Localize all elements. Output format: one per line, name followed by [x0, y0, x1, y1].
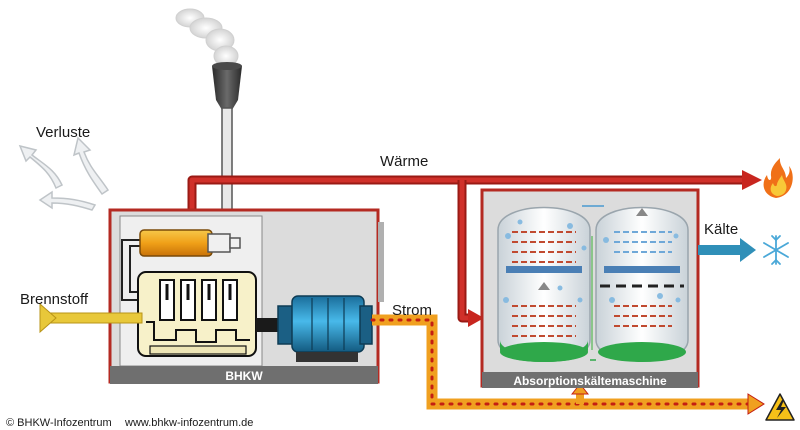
snowflake-icon	[763, 235, 789, 265]
losses-arrows	[18, 136, 110, 211]
drive-shaft	[256, 318, 282, 332]
flame-icon	[763, 158, 793, 198]
footer-copyright: © BHKW-Infozentrum	[6, 417, 112, 429]
smoke	[175, 8, 239, 67]
kaelte-label: Kälte	[704, 221, 738, 238]
cold-arrow	[698, 238, 756, 262]
absorptionskaeltemaschine-label: Absorptionskältemaschine	[513, 374, 667, 388]
heat-arrow-head	[742, 170, 762, 190]
heat-arrow-into-chiller	[468, 309, 484, 327]
fuel-arrow	[39, 302, 143, 334]
chiller-piping	[582, 205, 604, 361]
loss-arrow-1	[18, 144, 63, 190]
engine-cooling-loop	[121, 239, 148, 301]
waerme-label: Wärme	[380, 153, 428, 170]
brennstoff-label: Brennstoff	[20, 291, 89, 308]
loss-arrow-2	[72, 136, 110, 196]
chiller-vessel-left	[497, 206, 591, 362]
footer-website: www.bhkw-infozentrum.de	[124, 417, 253, 429]
bhkw-label: BHKW	[225, 369, 263, 383]
heat-exchanger	[139, 229, 241, 257]
chiller-vessel-right	[595, 206, 689, 362]
loss-arrow-3	[38, 190, 97, 211]
engine-block	[137, 271, 257, 357]
high-voltage-icon	[765, 393, 795, 421]
power-line	[370, 314, 765, 415]
strom-label: Strom	[392, 302, 432, 319]
chiller-vapor	[503, 219, 681, 303]
generator	[277, 295, 373, 362]
verluste-label: Verluste	[36, 124, 90, 141]
